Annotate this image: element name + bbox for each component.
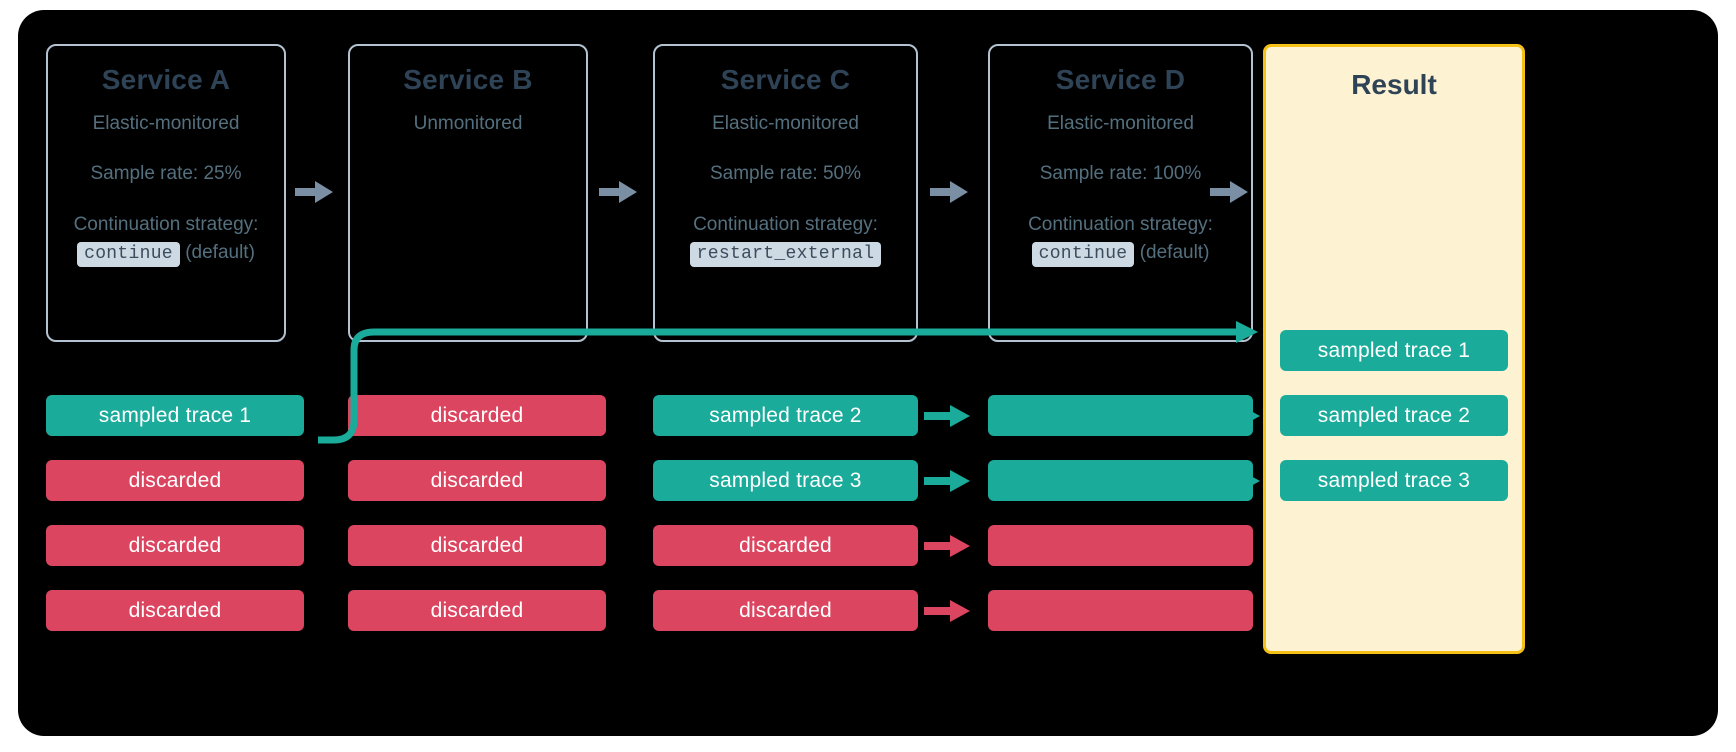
trace-bar-label: discarded (430, 533, 524, 557)
service-strategy-row: continue (default) (990, 241, 1251, 267)
trace-bar: discarded (653, 525, 918, 566)
trace-bar (988, 525, 1253, 566)
trace-bar: discarded (46, 590, 304, 631)
service-card-c: Service C Elastic-monitored Sample rate:… (653, 44, 918, 342)
service-card-b: Service B Unmonitored (348, 44, 588, 342)
result-title: Result (1351, 69, 1437, 100)
trace-bar-label: discarded (739, 533, 832, 557)
strategy-code-chip: restart_external (689, 241, 882, 267)
result-trace-bar: sampled trace 3 (1280, 460, 1508, 501)
service-strategy-row: continue (default) (48, 241, 284, 267)
flow-arrow-a-to-b (295, 181, 333, 203)
bar-arrow-discarded (924, 535, 970, 557)
trace-bar: discarded (46, 525, 304, 566)
bar-arrow-sampled (924, 405, 970, 427)
trace-bar-label: discarded (430, 598, 524, 622)
bar-arrow-to-result (1214, 470, 1260, 492)
result-trace-label: sampled trace 2 (1317, 403, 1471, 427)
result-trace-bar: sampled trace 1 (1280, 330, 1508, 371)
service-monitoring: Elastic-monitored (1047, 113, 1194, 135)
trace-bar: discarded (653, 590, 918, 631)
trace-bar: discarded (348, 525, 606, 566)
trace-bar-label: discarded (430, 468, 524, 492)
service-strategy-label: Continuation strategy: (1028, 213, 1213, 235)
trace-bar-label: discarded (430, 403, 524, 427)
trace-bar: sampled trace 2 (653, 395, 918, 436)
service-card-a: Service A Elastic-monitored Sample rate:… (46, 44, 286, 342)
flow-arrow-b-to-c (599, 181, 637, 203)
service-sample-rate: Sample rate: 100% (1039, 162, 1202, 184)
trace-bar-label: discarded (128, 533, 222, 557)
service-strategy-label: Continuation strategy: (693, 213, 878, 235)
trace-bar (988, 460, 1253, 501)
service-card-d: Service D Elastic-monitored Sample rate:… (988, 44, 1253, 342)
trace-bar-label: sampled trace 3 (709, 468, 862, 492)
service-sample-rate: Sample rate: 25% (90, 162, 242, 184)
flow-arrow-d-to-result (1210, 181, 1248, 203)
service-monitoring: Elastic-monitored (92, 113, 240, 135)
result-trace-bar: sampled trace 2 (1280, 395, 1508, 436)
diagram-panel: Service A Elastic-monitored Sample rate:… (18, 10, 1718, 736)
service-title: Service D (1055, 64, 1186, 95)
service-title: Service B (403, 64, 533, 95)
flow-arrow-c-to-d (930, 181, 968, 203)
trace-bar-label: sampled trace 2 (709, 403, 862, 427)
strategy-code-chip: continue (1031, 241, 1135, 267)
bar-arrow-to-result (1214, 405, 1260, 427)
trace-bar: discarded (348, 590, 606, 631)
trace-bar: sampled trace 1 (46, 395, 304, 436)
trace-bar: sampled trace 3 (653, 460, 918, 501)
trace-bar-label: sampled trace 1 (98, 403, 252, 427)
trace-bar: discarded (348, 395, 606, 436)
trace-bar: discarded (46, 460, 304, 501)
trace-bar-label: discarded (128, 598, 222, 622)
trace-bar-label: discarded (128, 468, 222, 492)
service-monitoring: Elastic-monitored (712, 113, 859, 135)
service-title: Service C (720, 64, 851, 95)
trace-bar: discarded (348, 460, 606, 501)
result-trace-label: sampled trace 1 (1317, 338, 1471, 362)
strategy-note: (default) (1139, 241, 1210, 263)
strategy-note: (default) (185, 241, 255, 263)
service-title: Service A (101, 64, 231, 95)
service-strategy-label: Continuation strategy: (73, 213, 259, 235)
service-sample-rate: Sample rate: 50% (709, 162, 862, 184)
bar-arrow-discarded (924, 600, 970, 622)
strategy-code-chip: continue (77, 241, 180, 267)
result-trace-label: sampled trace 3 (1317, 468, 1471, 492)
trace-bar-label: discarded (739, 598, 832, 622)
bar-arrow-sampled (924, 470, 970, 492)
service-monitoring: Unmonitored (413, 113, 523, 135)
trace-bar (988, 590, 1253, 631)
service-strategy-row: restart_external (655, 241, 916, 267)
